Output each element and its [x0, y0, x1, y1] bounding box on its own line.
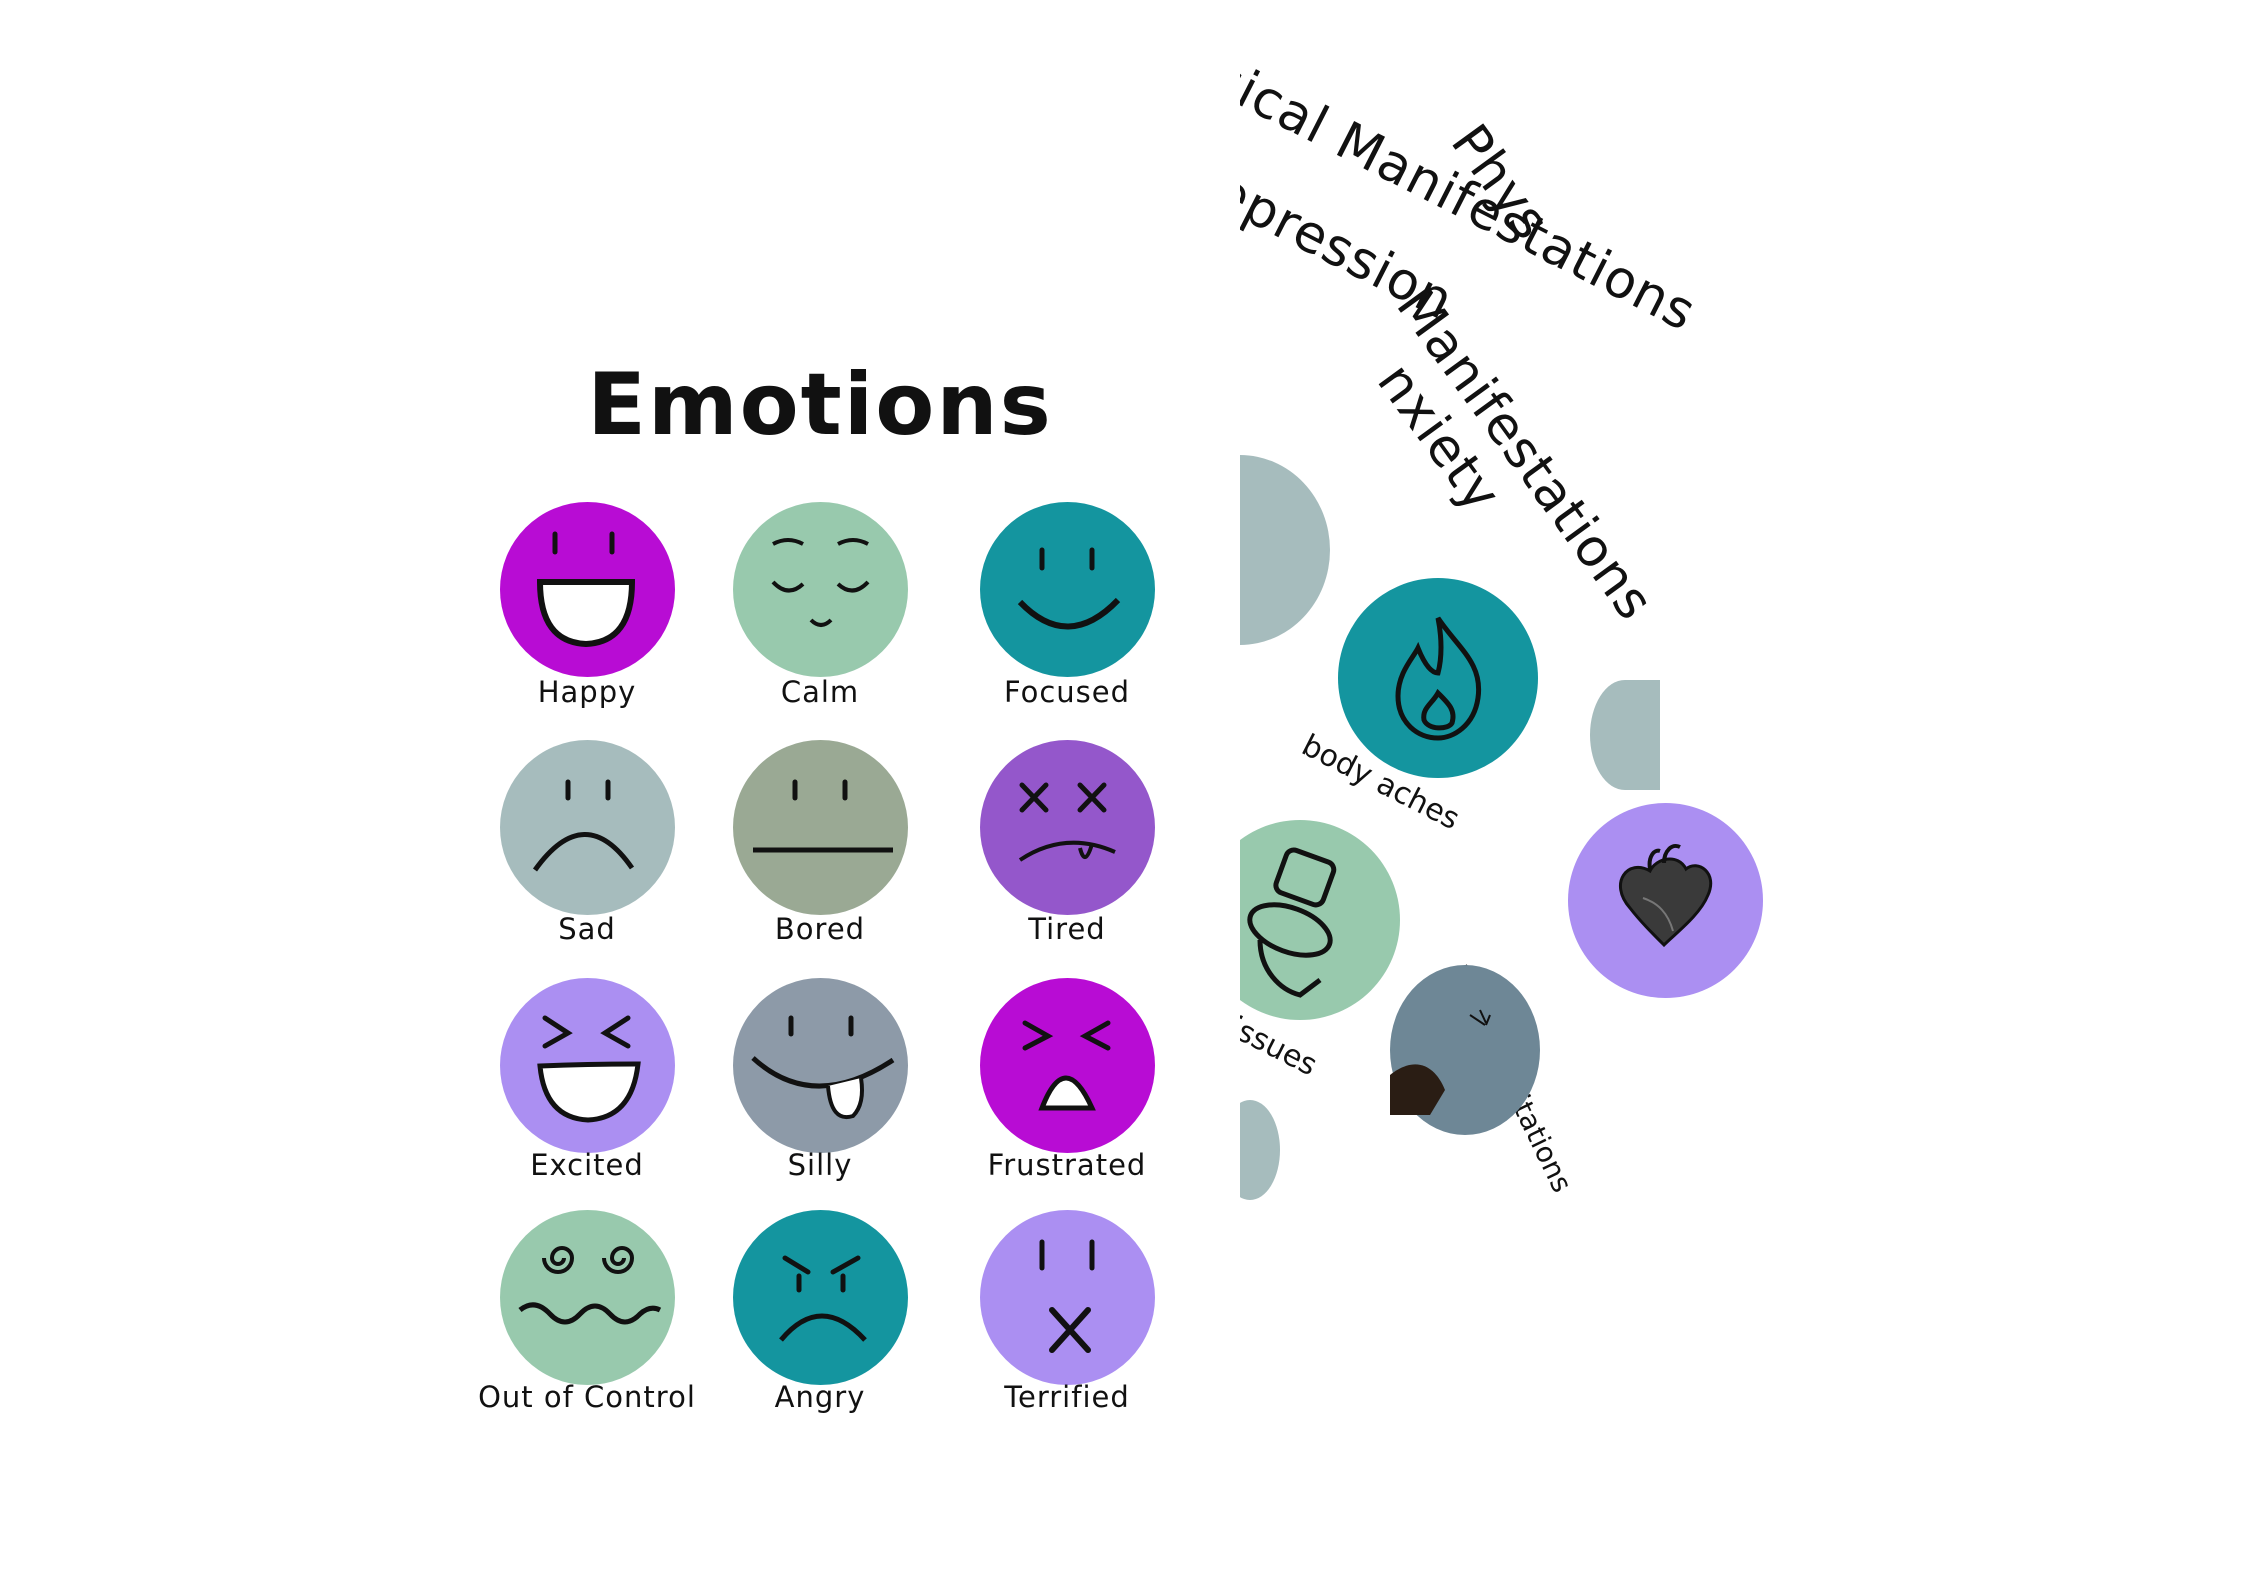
- heart-palpitations-circle: [1568, 803, 1763, 998]
- emotions-title: Emotions: [587, 355, 1053, 455]
- excited-face-icon: [537, 1015, 641, 1123]
- bottom-partial-circle: [1390, 965, 1540, 1135]
- sad-face-icon: [532, 779, 635, 872]
- face-label-frustrated: Frustrated: [987, 1148, 1147, 1182]
- calm-face-icon: [771, 538, 870, 627]
- face-tired: [980, 740, 1155, 915]
- face-label-tired: Tired: [1028, 912, 1106, 946]
- face-terrified: [980, 1210, 1155, 1385]
- face-label-focused: Focused: [1003, 675, 1131, 709]
- face-label-angry: Angry: [774, 1380, 866, 1414]
- face-frustrated: [980, 978, 1155, 1153]
- heart-icon: [1618, 844, 1713, 948]
- face-happy: [500, 502, 675, 677]
- face-sad: [500, 740, 675, 915]
- face-focused: [980, 502, 1155, 677]
- face-silly: [733, 978, 908, 1153]
- face-label-terrified: Terrified: [1004, 1380, 1130, 1414]
- body-aches-circle: [1338, 578, 1538, 778]
- tired-face-icon: [1018, 782, 1116, 862]
- bored-face-icon: [753, 779, 893, 853]
- face-calm: [733, 502, 908, 677]
- toilet-icon: [1247, 847, 1337, 998]
- silly-face-icon: [751, 1015, 895, 1120]
- partial-circle: [1590, 680, 1660, 790]
- focused-face-icon: [1017, 547, 1121, 630]
- face-label-excited: Excited: [530, 1148, 644, 1182]
- face-bored: [733, 740, 908, 915]
- face-label-silly: Silly: [787, 1148, 853, 1182]
- face-label-sad: Sad: [558, 912, 616, 946]
- face-label-out-of-control: Out of Control: [478, 1380, 696, 1414]
- face-angry: [733, 1210, 908, 1385]
- emotions-sheet: Emotions Happy Calm Focused: [478, 355, 1155, 1414]
- out-of-control-face-icon: [518, 1246, 662, 1325]
- flame-icon: [1395, 616, 1482, 741]
- face-label-bored: Bored: [774, 912, 866, 946]
- terrified-face-icon: [1039, 1239, 1095, 1353]
- face-label-calm: Calm: [780, 675, 860, 709]
- happy-face-icon: [536, 531, 636, 648]
- angry-face-icon: [779, 1255, 867, 1342]
- face-excited: [500, 978, 675, 1153]
- medical-icon: [1390, 1009, 1491, 1115]
- face-label-happy: Happy: [537, 675, 637, 709]
- frustrated-face-icon: [1022, 1020, 1111, 1111]
- face-out-of-control: [500, 1210, 675, 1385]
